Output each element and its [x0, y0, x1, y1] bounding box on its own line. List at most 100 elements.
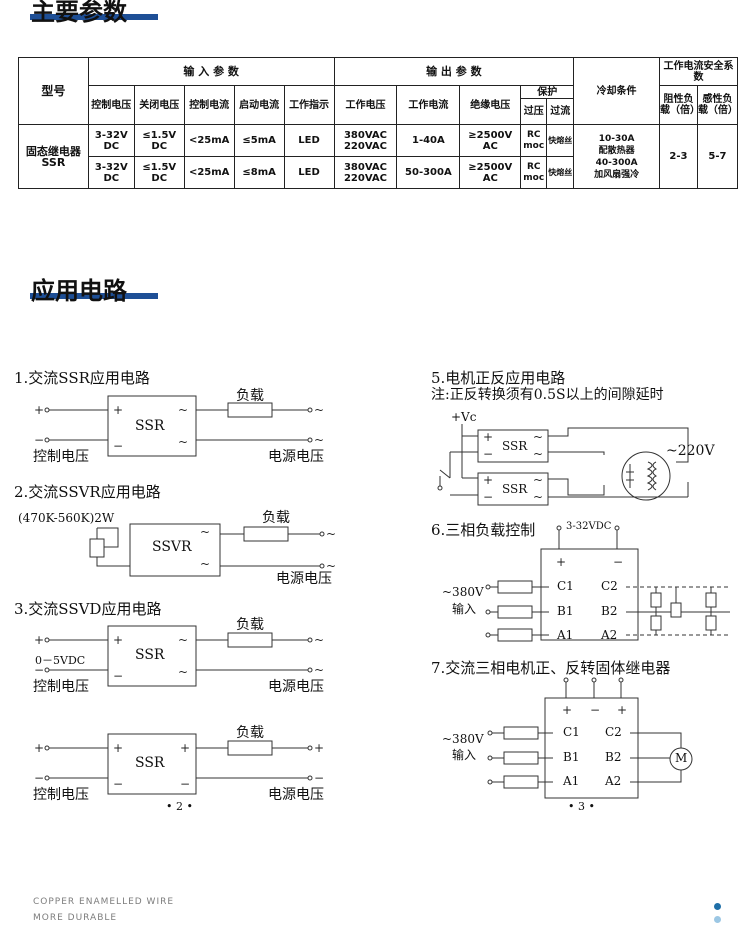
circuit3-ctrl-voltage: 控制电压: [33, 679, 89, 695]
svg-text:~: ~: [200, 557, 210, 571]
page-number-3: • 3 •: [568, 800, 595, 813]
circuit5-device-1: SSR: [502, 439, 528, 453]
svg-text:~: ~: [178, 633, 188, 647]
params-table: 型号 输 入 参 数 输 出 参 数 冷却条件 工作电流安全系数 控制电压 关闭…: [18, 57, 739, 189]
svg-text:+: +: [483, 473, 493, 487]
circuit7-terminal-a2: A2: [605, 774, 622, 788]
params-title-bar: [30, 14, 158, 20]
row2-work-v: 380VAC 220VAC: [333, 156, 398, 189]
circuit3-device: SSR: [135, 647, 165, 663]
circuit2-power-voltage: 电源电压: [276, 571, 332, 587]
circuit7-motor: M: [675, 751, 688, 765]
svg-text:~: ~: [326, 527, 336, 541]
svg-text:−: −: [113, 777, 123, 791]
footer-dot-light: [714, 916, 721, 923]
svg-text:−: −: [34, 663, 44, 677]
row2-ctrl-v: 3-32V DC: [87, 156, 135, 189]
col-resistive: 阻性负载（倍）: [658, 85, 700, 125]
footer-line-2: MORE DURABLE: [33, 913, 118, 923]
cooling-header: 冷却条件: [573, 57, 660, 125]
circuit7-terminal-c2: C2: [605, 725, 622, 739]
circuit6-terminal-a2: A2: [601, 628, 618, 642]
cooling-line-1: 10-30A: [598, 133, 635, 144]
circuit2-load: 负载: [262, 510, 290, 526]
circuit1-ctrl-voltage: 控制电压: [33, 449, 89, 465]
circuit6-title: 6.三相负载控制: [431, 521, 536, 539]
svg-text:+: +: [34, 403, 44, 417]
row2-start-i: ≤8mA: [233, 156, 285, 189]
svg-text:+: +: [556, 555, 566, 569]
svg-text:+: +: [314, 741, 324, 755]
circuit4-load: 负载: [236, 725, 264, 741]
svg-text:−: −: [483, 447, 493, 461]
svg-text:−: −: [113, 439, 123, 453]
circuit5-vcc: +Vc: [451, 410, 477, 424]
col-over-i: 过流: [546, 98, 575, 125]
circuits-title: 应用电路: [31, 277, 127, 305]
circuit6-input-voltage: ~380V: [442, 585, 484, 599]
circuit-3: [44, 625, 313, 687]
circuit1-device: SSR: [135, 418, 165, 434]
cooling-line-2: 配散热器: [598, 145, 635, 156]
svg-text:~: ~: [533, 430, 543, 444]
safety-header: 工作电流安全系数: [658, 57, 739, 86]
svg-text:−: −: [34, 433, 44, 447]
circuits-title-bar: [30, 293, 158, 299]
circuit5-title: 5.电机正反应用电路: [431, 369, 566, 387]
circuit6-ctrl-voltage: 3-32VDC: [566, 521, 612, 532]
circuit3-power-voltage: 电源电压: [268, 679, 324, 695]
footer-dot-dark: [714, 903, 721, 910]
svg-text:~: ~: [178, 665, 188, 679]
row1-ctrl-v: 3-32V DC: [87, 124, 135, 157]
circuit7-title: 7.交流三相电机正、反转固体继电器: [431, 659, 671, 677]
circuit3-title: 3.交流SSVD应用电路: [14, 600, 162, 618]
circuit1-title: 1.交流SSR应用电路: [14, 369, 150, 387]
svg-text:+: +: [617, 703, 627, 717]
svg-text:−: −: [314, 771, 324, 785]
circuit2-title: 2.交流SSVR应用电路: [14, 483, 161, 501]
model-name: 固态继电器SSR: [18, 124, 89, 189]
circuit6-terminal-b1: B1: [557, 604, 574, 618]
svg-text:~: ~: [533, 447, 543, 461]
circuit6-terminal-a1: A1: [557, 628, 574, 642]
circuit5-mains: ~220V: [666, 443, 715, 459]
circuit7-input-label: 输入: [452, 748, 477, 762]
row2-over-i: 快熔丝: [546, 156, 575, 189]
svg-text:+: +: [483, 430, 493, 444]
svg-text:−: −: [590, 703, 600, 717]
svg-text:~: ~: [200, 525, 210, 539]
row2-over-v: RC moc: [520, 156, 548, 189]
svg-text:~: ~: [314, 433, 324, 447]
svg-text:~: ~: [178, 403, 188, 417]
circuit5-device-2: SSR: [502, 482, 528, 496]
svg-text:~: ~: [314, 633, 324, 647]
circuit6-input-label: 输入: [452, 602, 477, 616]
svg-text:−: −: [180, 777, 190, 791]
model-header: 型号: [18, 57, 89, 125]
row2-ctrl-i: <25mA: [183, 156, 235, 189]
circuit7-terminal-b1: B1: [563, 750, 580, 764]
svg-text:~: ~: [178, 435, 188, 449]
svg-text:−: −: [34, 771, 44, 785]
circuit6-terminal-b2: B2: [601, 604, 618, 618]
svg-text:+: +: [113, 633, 123, 647]
circuit6-terminal-c2: C2: [601, 579, 618, 593]
row2-indicator: LED: [283, 156, 335, 189]
circuit1-power-voltage: 电源电压: [268, 449, 324, 465]
svg-text:+: +: [113, 403, 123, 417]
svg-text:−: −: [613, 555, 623, 569]
circuit7-terminal-a1: A1: [563, 774, 580, 788]
col-start-i: 启动电流: [233, 85, 285, 125]
svg-text:+: +: [113, 741, 123, 755]
circuit-6: [485, 525, 730, 642]
circuit-5: [437, 424, 689, 506]
svg-text:~: ~: [533, 490, 543, 504]
svg-text:~: ~: [314, 663, 324, 677]
circuit-4: [44, 733, 313, 795]
svg-text:+: +: [34, 633, 44, 647]
svg-text:−: −: [483, 490, 493, 504]
circuit-2: [89, 523, 325, 577]
params-title: 主要参数: [31, 0, 127, 26]
svg-text:~: ~: [314, 403, 324, 417]
